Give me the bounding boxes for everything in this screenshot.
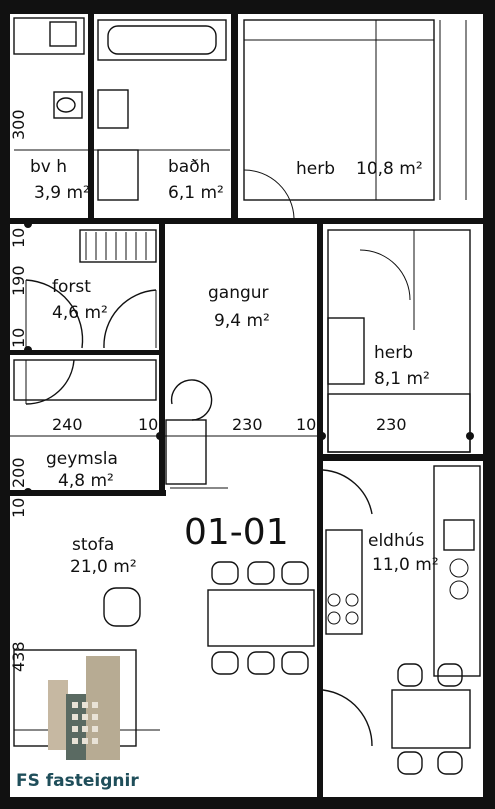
fs-fasteignir-logo: FS fasteignir (16, 656, 139, 791)
bedroom2-fixtures (327, 229, 471, 453)
dim-230-a: 230 (232, 415, 263, 434)
room-area-herb-2: 8,1 m² (374, 369, 430, 389)
dim-10-c: 10 (138, 415, 158, 434)
room-area-gangur: 9,4 m² (214, 311, 270, 331)
dim-10-a: 10 (9, 228, 28, 248)
dim-10-b: 10 (9, 328, 28, 348)
logo-text: FS fasteignir (16, 771, 139, 791)
bedroom1-fixtures (243, 19, 467, 219)
room-label-eldhus: eldhús (368, 531, 425, 551)
kitchen-fixtures (322, 465, 481, 775)
room-area-badh: 6,1 m² (168, 183, 224, 203)
room-label-badh: baðh (168, 157, 210, 177)
interior-walls (10, 14, 485, 797)
dimension-ticks (24, 220, 474, 496)
logo-building-left (48, 680, 68, 750)
bathroom-fixtures (13, 17, 230, 201)
room-labels: bv h 3,9 m² baðh 6,1 m² herb 10,8 m² for… (30, 157, 439, 577)
room-label-herb-1: herb (296, 159, 335, 179)
room-area-herb-1: 10,8 m² (356, 159, 423, 179)
room-area-eldhus: 11,0 m² (372, 555, 439, 575)
apartment-number: 01-01 (184, 512, 289, 553)
dimension-labels: 300 10 190 10 200 10 438 240 10 230 10 2… (9, 109, 407, 672)
room-area-bvh: 3,9 m² (34, 183, 90, 203)
dim-300: 300 (9, 109, 28, 140)
room-label-bvh: bv h (30, 157, 67, 177)
dim-230-b: 230 (376, 415, 407, 434)
entrance-fixtures (25, 229, 157, 349)
room-label-gangur: gangur (208, 283, 269, 303)
hall-fixtures (165, 379, 317, 489)
room-label-geymsla: geymsla (46, 449, 118, 469)
dim-438: 438 (9, 641, 28, 672)
room-label-forst: forst (52, 277, 91, 297)
room-area-geymsla: 4,8 m² (58, 471, 114, 491)
room-area-stofa: 21,0 m² (70, 557, 137, 577)
storage-fixtures (10, 359, 166, 437)
dim-10-e: 10 (9, 498, 28, 518)
dim-190: 190 (9, 265, 28, 296)
dim-10-d: 10 (296, 415, 316, 434)
logo-building-right (86, 656, 120, 760)
room-label-stofa: stofa (72, 535, 114, 555)
dim-240: 240 (52, 415, 83, 434)
dim-200: 200 (9, 457, 28, 488)
room-label-herb-2: herb (374, 343, 413, 363)
room-area-forst: 4,6 m² (52, 303, 108, 323)
